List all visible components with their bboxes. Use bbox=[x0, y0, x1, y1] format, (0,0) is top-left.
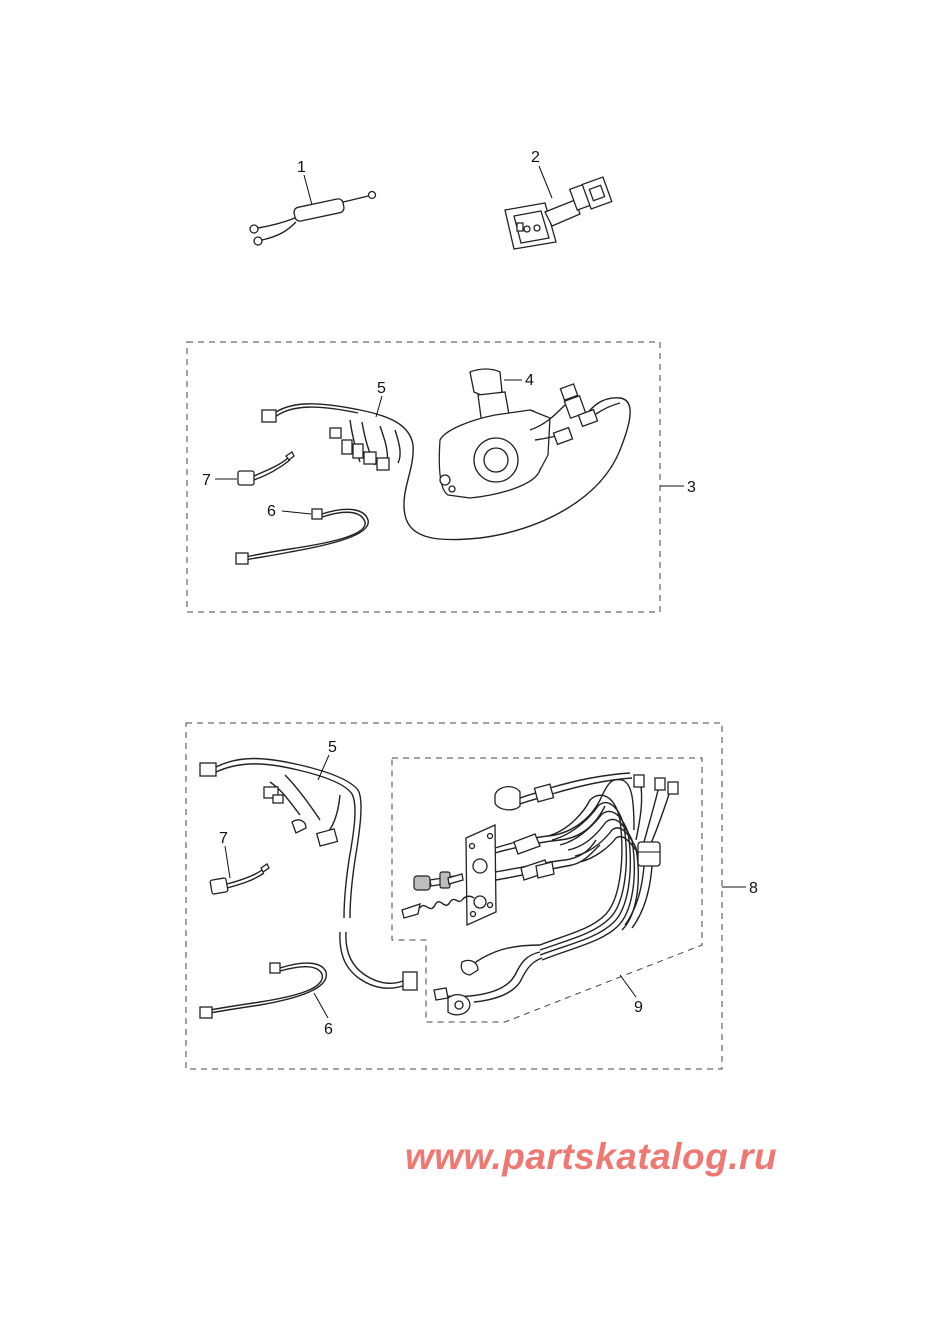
callout-1: 1 bbox=[297, 159, 306, 176]
callout-6-bottom: 6 bbox=[324, 1021, 333, 1038]
part-5-harness-bottom[interactable] bbox=[199, 757, 418, 991]
leader-5-top bbox=[375, 395, 383, 418]
callout-5-top: 5 bbox=[377, 380, 386, 397]
group-3-outline bbox=[186, 341, 661, 613]
callout-3: 3 bbox=[687, 479, 696, 496]
leader-6-top bbox=[281, 510, 312, 515]
part-6-cable-top[interactable] bbox=[235, 508, 369, 565]
callout-7-top: 7 bbox=[202, 472, 211, 489]
leader-1 bbox=[303, 174, 313, 206]
group-9-outline bbox=[391, 757, 703, 1023]
callout-6-top: 6 bbox=[267, 503, 276, 520]
leader-2 bbox=[538, 165, 553, 199]
part-4-remote-control[interactable] bbox=[438, 368, 621, 499]
callout-7-bottom: 7 bbox=[219, 830, 228, 847]
callout-5-bottom: 5 bbox=[328, 739, 337, 756]
part-7-plug-bottom[interactable] bbox=[209, 863, 270, 895]
callout-2: 2 bbox=[531, 149, 540, 166]
part-5-harness-top[interactable] bbox=[261, 397, 631, 541]
leader-6-bottom bbox=[313, 992, 329, 1019]
callout-4: 4 bbox=[525, 372, 534, 389]
callout-8: 8 bbox=[749, 880, 758, 897]
part-2-switch-panel[interactable] bbox=[504, 176, 613, 250]
part-7-plug-top[interactable] bbox=[237, 451, 295, 486]
leader-7-bottom bbox=[224, 845, 231, 879]
part-1-harness[interactable] bbox=[249, 190, 377, 246]
leader-5-bottom bbox=[317, 754, 330, 781]
callout-9: 9 bbox=[634, 999, 643, 1016]
part-9-key-switch-harness[interactable] bbox=[401, 772, 679, 1016]
group-8-outline bbox=[185, 722, 723, 1070]
leader-9 bbox=[619, 974, 637, 998]
watermark-text: www.partskatalog.ru bbox=[405, 1136, 778, 1177]
part-6-cable-bottom[interactable] bbox=[199, 962, 327, 1019]
